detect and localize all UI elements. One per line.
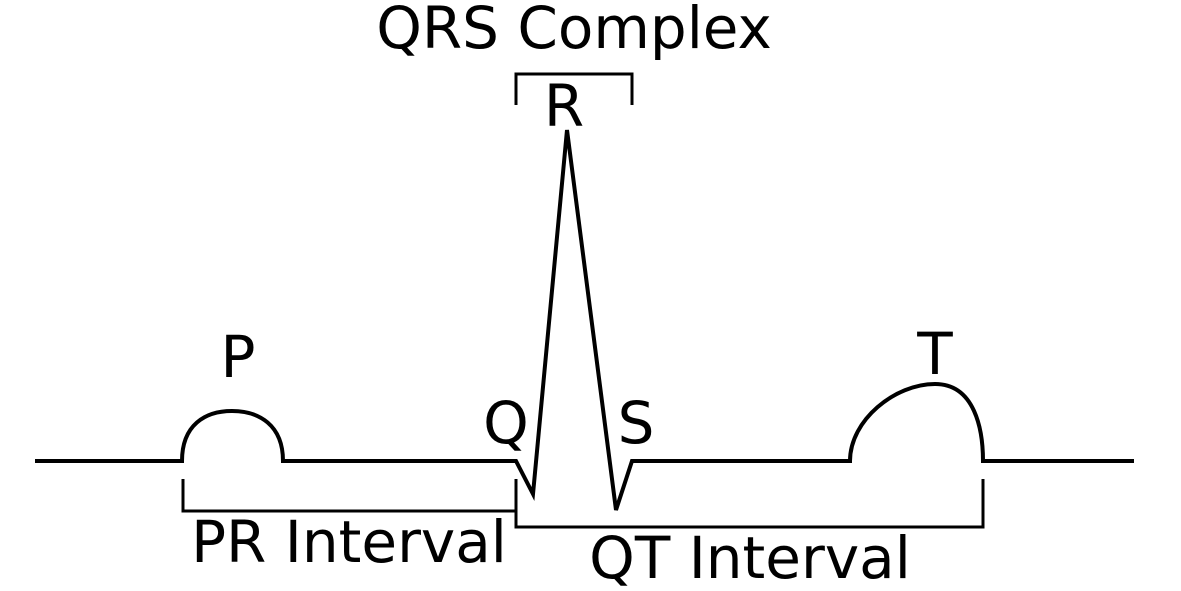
qt-interval-bracket [514, 479, 985, 529]
t-wave-label: T [916, 320, 953, 388]
qt-interval-label: QT Interval [589, 524, 911, 591]
qrs-complex-title: QRS Complex [376, 0, 772, 62]
pr-interval-bracket [181, 479, 518, 513]
q-wave-label: Q [483, 389, 529, 457]
r-wave-label: R [544, 72, 584, 140]
pr-interval-label: PR Interval [191, 508, 507, 576]
ecg-trace [35, 129, 1134, 511]
s-wave-label: S [618, 389, 655, 457]
p-wave-label: P [221, 323, 256, 391]
qrs-complex-bracket [514, 72, 634, 105]
